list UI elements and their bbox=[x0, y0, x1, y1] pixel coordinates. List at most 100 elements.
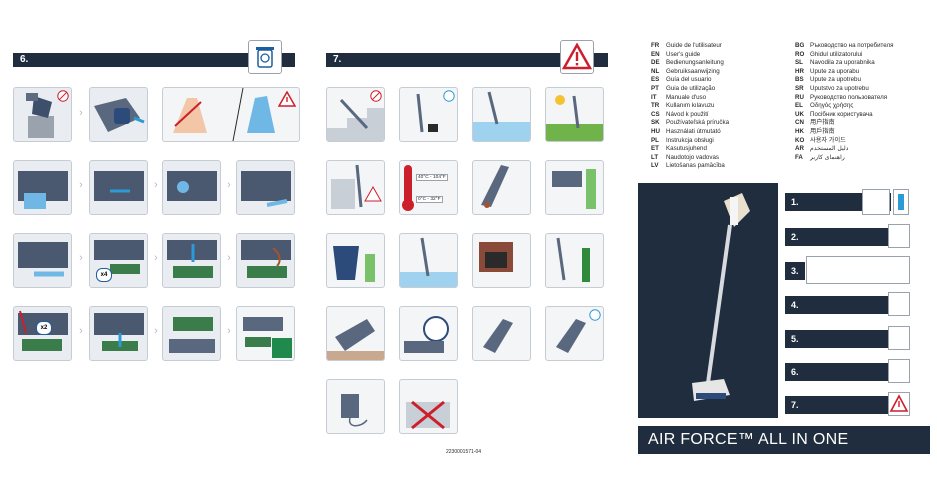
tile-7-7-no-sharp-objects bbox=[472, 160, 531, 215]
tile-7-14-no-filter-wet bbox=[399, 306, 458, 361]
product-name-banner: AIR FORCE™ ALL IN ONE bbox=[638, 426, 930, 454]
step-1-charge-icon bbox=[862, 189, 890, 215]
arrow-icon: › bbox=[79, 325, 83, 337]
tile-7-12-no-glass bbox=[545, 233, 604, 288]
tile-6-16-dispose-battery bbox=[236, 306, 295, 361]
yes-badge-icon bbox=[443, 90, 455, 102]
arrow-icon: › bbox=[154, 325, 158, 337]
tile-7-8-no-chemicals bbox=[545, 160, 604, 215]
tile-7-17-no-wet-charger bbox=[326, 379, 385, 434]
count-x2-badge: x2 bbox=[36, 321, 52, 335]
tile-6-12-disconnect bbox=[236, 233, 295, 288]
tile-7-13-no-floor-stand bbox=[326, 306, 385, 361]
tile-7-3-no-water bbox=[472, 87, 531, 142]
step-4-bar: 4. bbox=[785, 296, 891, 314]
step-5-icon bbox=[888, 326, 910, 350]
tile-6-5-open-motor bbox=[13, 160, 72, 215]
tile-7-2-stand-ok bbox=[399, 87, 458, 142]
arrow-icon: › bbox=[79, 179, 83, 191]
step-7-warning-icon bbox=[888, 392, 910, 416]
no-badge-icon bbox=[57, 90, 69, 102]
step-7-bar: 7. bbox=[785, 396, 891, 414]
step-2-icon bbox=[888, 224, 910, 248]
arrow-icon: › bbox=[79, 107, 83, 119]
tile-7-4-no-outdoor-rain bbox=[545, 87, 604, 142]
step-6-recycle-icon bbox=[888, 359, 910, 383]
step-3-accessories-icon bbox=[806, 256, 910, 284]
section-7-title: 7. bbox=[333, 54, 342, 65]
count-x4-badge: x4 bbox=[96, 268, 112, 282]
product-name: AIR FORCE™ ALL IN ONE bbox=[648, 431, 849, 448]
tile-6-10-unscrew: x4 bbox=[89, 233, 148, 288]
tile-7-15-no-brush-cut bbox=[472, 306, 531, 361]
tile-7-10-no-water-floor bbox=[399, 233, 458, 288]
temperature-high-label: 40°C - 104°F bbox=[416, 174, 448, 181]
tile-6-7-unlock bbox=[162, 160, 221, 215]
arrow-icon: › bbox=[79, 252, 83, 264]
tile-6-6-slide-cover bbox=[89, 160, 148, 215]
step-2-bar: 2. bbox=[785, 228, 891, 246]
tile-6-1-dust-bin-empty bbox=[13, 87, 72, 142]
step-3-bar: 3. bbox=[785, 262, 805, 280]
tile-6-8-remove-cover bbox=[236, 160, 295, 215]
recycling-point-icon bbox=[272, 338, 292, 358]
tile-6-15-remove-battery bbox=[162, 306, 221, 361]
yes-badge-icon bbox=[589, 309, 601, 321]
section-7-header: 7. bbox=[326, 53, 608, 67]
tile-6-3-no-bare-hands-gloves bbox=[162, 87, 300, 142]
section-6-title: 6. bbox=[20, 54, 29, 65]
step-5-bar: 5. bbox=[785, 330, 891, 348]
recycle-bin-icon bbox=[248, 40, 282, 74]
tile-7-18-no-washing-machine bbox=[399, 379, 458, 434]
vacuum-cleaner-illustration bbox=[692, 193, 750, 401]
arrow-icon: › bbox=[154, 252, 158, 264]
warning-large-icon bbox=[560, 40, 594, 74]
tile-7-6-temperature-range: 40°C - 104°F 0°C - 32°F bbox=[399, 160, 458, 215]
tile-7-9-no-liquid-cleaner bbox=[326, 233, 385, 288]
no-badge-icon bbox=[370, 90, 382, 102]
tile-6-11-lift-battery bbox=[162, 233, 221, 288]
arrow-icon: › bbox=[227, 179, 231, 191]
arrow-icon: › bbox=[154, 179, 158, 191]
tile-7-11-no-fireplace-ash bbox=[472, 233, 531, 288]
tile-7-1-no-stairs bbox=[326, 87, 385, 142]
product-image-panel bbox=[638, 183, 778, 418]
step-6-bar: 6. bbox=[785, 363, 891, 381]
document-code: 2230001571-04 bbox=[446, 449, 482, 455]
arrow-icon: › bbox=[227, 325, 231, 337]
tile-6-13-screws: x2 bbox=[13, 306, 72, 361]
tile-6-9-press-tab bbox=[13, 233, 72, 288]
battery-icon bbox=[893, 189, 909, 215]
warning-icon bbox=[278, 91, 296, 107]
step-4-icon bbox=[888, 292, 910, 316]
tile-6-2-remove-filter bbox=[89, 87, 148, 142]
